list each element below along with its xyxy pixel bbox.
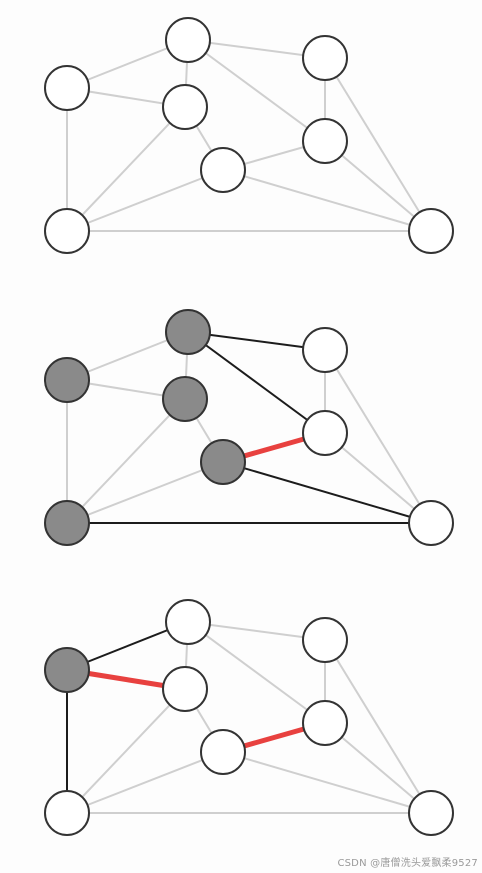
watermark: CSDN @唐僧洗头爱飘柔9527 <box>337 858 478 869</box>
graph-panel-2 <box>44 309 454 546</box>
edge-e-h <box>324 140 432 232</box>
node-h <box>408 208 454 254</box>
node-g <box>44 208 90 254</box>
edge-b-e <box>187 39 326 142</box>
edge-f-h <box>222 169 432 232</box>
node-b-selected <box>165 309 211 355</box>
edge-d-h <box>324 57 432 232</box>
node-d <box>302 327 348 373</box>
node-e <box>302 700 348 746</box>
node-d <box>302 35 348 81</box>
edge-b-e <box>187 621 326 724</box>
node-c <box>162 84 208 130</box>
node-e <box>302 410 348 456</box>
node-c <box>162 666 208 712</box>
node-a <box>44 65 90 111</box>
edge-f-g <box>66 169 224 232</box>
edge-f-g <box>66 461 224 524</box>
edge-d-h <box>324 639 432 814</box>
node-g-selected <box>44 500 90 546</box>
node-c-selected <box>162 376 208 422</box>
node-f <box>200 729 246 775</box>
edge-c-g <box>66 106 186 232</box>
edge-f-g <box>66 751 224 814</box>
node-b <box>165 17 211 63</box>
node-g <box>44 790 90 836</box>
node-b <box>165 599 211 645</box>
node-d <box>302 617 348 663</box>
node-a-selected <box>44 357 90 403</box>
node-e <box>302 118 348 164</box>
node-f-selected <box>200 439 246 485</box>
edge-c-g <box>66 688 186 814</box>
node-h <box>408 500 454 546</box>
edge-b-d-cut <box>187 331 326 351</box>
node-f <box>200 147 246 193</box>
edge-e-h <box>324 432 432 524</box>
edge-d-h <box>324 349 432 524</box>
edge-b-d <box>187 621 326 641</box>
edge-e-h <box>324 722 432 814</box>
edge-f-h-cut <box>222 461 432 524</box>
node-h <box>408 790 454 836</box>
edge-b-e-cut <box>187 331 326 434</box>
edge-f-h <box>222 751 432 814</box>
edge-b-d <box>187 39 326 59</box>
graph-panel-1 <box>44 17 454 254</box>
edge-c-g <box>66 398 186 524</box>
graph-panel-3 <box>44 599 454 836</box>
node-a-selected <box>44 647 90 693</box>
